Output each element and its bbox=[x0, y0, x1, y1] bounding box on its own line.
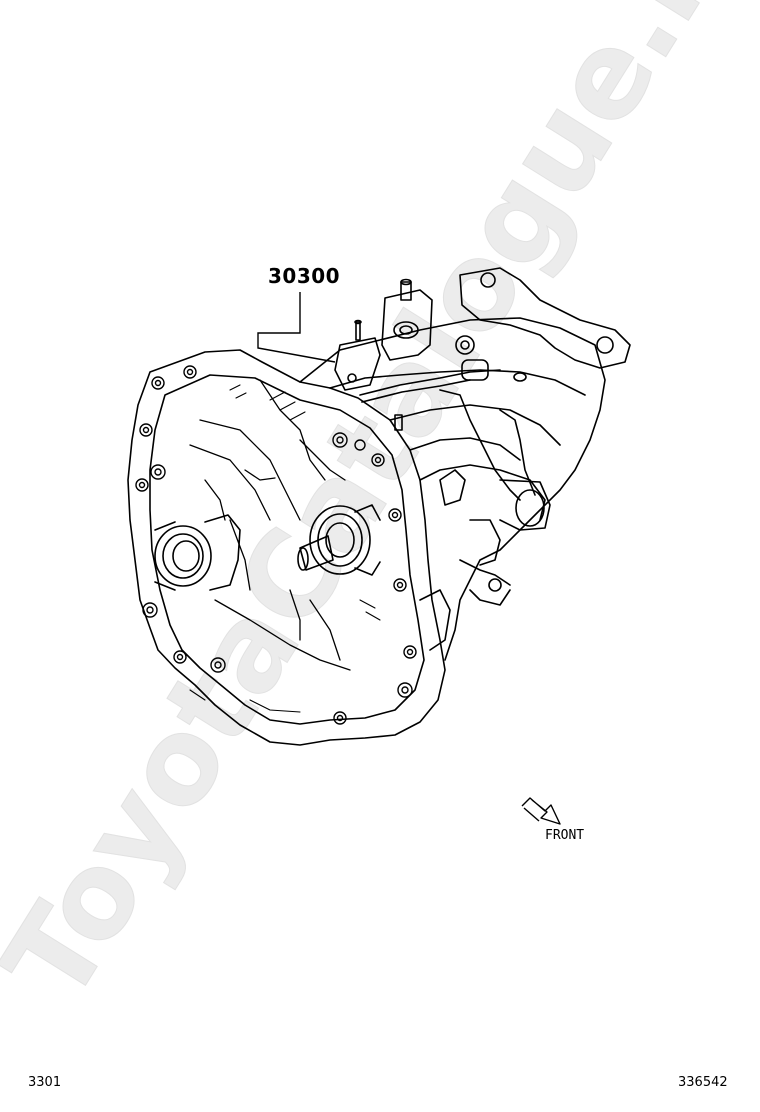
transaxle-assembly bbox=[127, 267, 631, 746]
input-shaft bbox=[297, 504, 381, 576]
housing-details bbox=[189, 384, 381, 713]
part-number-label[interactable]: 30300 bbox=[268, 264, 341, 288]
bell-housing-outline bbox=[127, 349, 446, 746]
case-lower-edge bbox=[419, 464, 546, 521]
front-direction-label: FRONT bbox=[545, 828, 585, 843]
rear-components bbox=[419, 469, 551, 651]
housing-ribs bbox=[189, 379, 351, 671]
watermark: ToyotaCatalogue.ru bbox=[0, 0, 760, 1025]
bell-housing-flange bbox=[149, 374, 425, 725]
mount-hole-1 bbox=[480, 272, 496, 288]
shift-tower bbox=[334, 278, 433, 431]
drawing-number: 336542 bbox=[678, 1075, 728, 1090]
case-seam bbox=[329, 369, 586, 396]
illustration-code: 3301 bbox=[28, 1075, 62, 1090]
case-rib-2 bbox=[409, 437, 521, 461]
flange-bolt-bosses bbox=[135, 365, 417, 725]
shift-levers bbox=[359, 359, 536, 501]
mount-hole-3 bbox=[455, 335, 475, 355]
front-arrow-icon bbox=[521, 797, 561, 825]
case-rib-1 bbox=[389, 404, 561, 446]
mount-bracket bbox=[459, 267, 631, 369]
transmission-case bbox=[299, 317, 606, 661]
part-leader-line bbox=[257, 292, 336, 363]
mount-hole-2 bbox=[596, 336, 614, 354]
